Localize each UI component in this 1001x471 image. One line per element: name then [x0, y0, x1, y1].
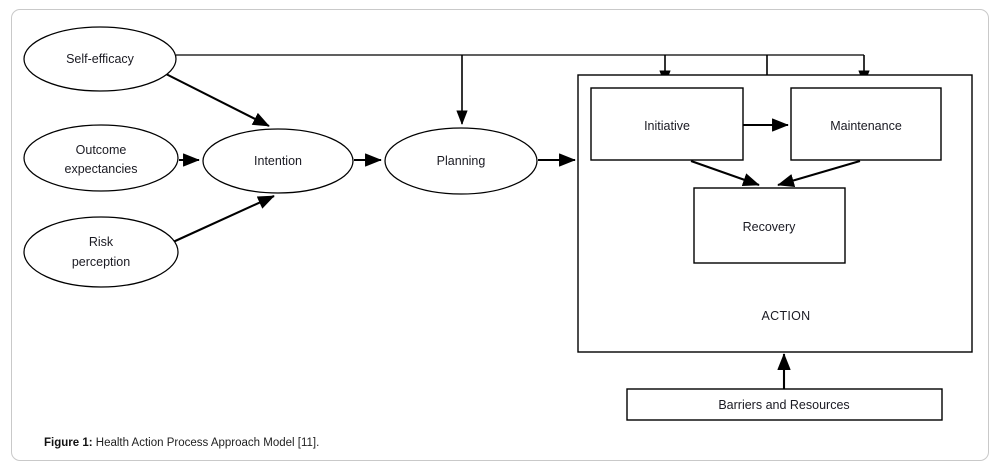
planning-ellipse	[384, 127, 538, 195]
edge-self-efficacy-to-intention	[165, 73, 270, 127]
edge-maintenance-to-recovery	[777, 159, 861, 187]
maintenance-label: Maintenance	[830, 119, 902, 133]
intention-label: Intention	[254, 154, 302, 168]
self-efficacy-ellipse	[23, 26, 177, 92]
action-label: ACTION	[761, 309, 810, 323]
risk-perception-label-line1: Risk	[89, 235, 114, 249]
barriers-and-resources-box	[626, 388, 943, 421]
planning-label: Planning	[437, 154, 486, 168]
figure-caption-number: Figure 1:	[44, 437, 93, 449]
recovery-label: Recovery	[743, 220, 797, 234]
risk-perception-ellipse	[23, 216, 179, 288]
figure-caption-title: Health Action Process Approach Model [11…	[92, 437, 320, 449]
outcome-expectancies-ellipse	[23, 124, 179, 192]
outcome-expectancies-label-line2: expectancies	[65, 162, 138, 176]
edge-risk-to-intention	[172, 195, 275, 243]
edge-initiative-to-recovery	[690, 160, 760, 187]
barriers-and-resources-label: Barriers and Resources	[718, 398, 849, 412]
figure-caption: Figure 1: Health Action Process Approach…	[44, 435, 744, 451]
risk-perception-label-line2: perception	[72, 255, 130, 269]
recovery-box	[693, 187, 846, 264]
initiative-label: Initiative	[644, 119, 690, 133]
self-efficacy-label: Self-efficacy	[66, 52, 135, 66]
maintenance-box	[790, 87, 942, 161]
outcome-expectancies-label-line1: Outcome	[76, 143, 127, 157]
intention-ellipse	[202, 128, 354, 194]
